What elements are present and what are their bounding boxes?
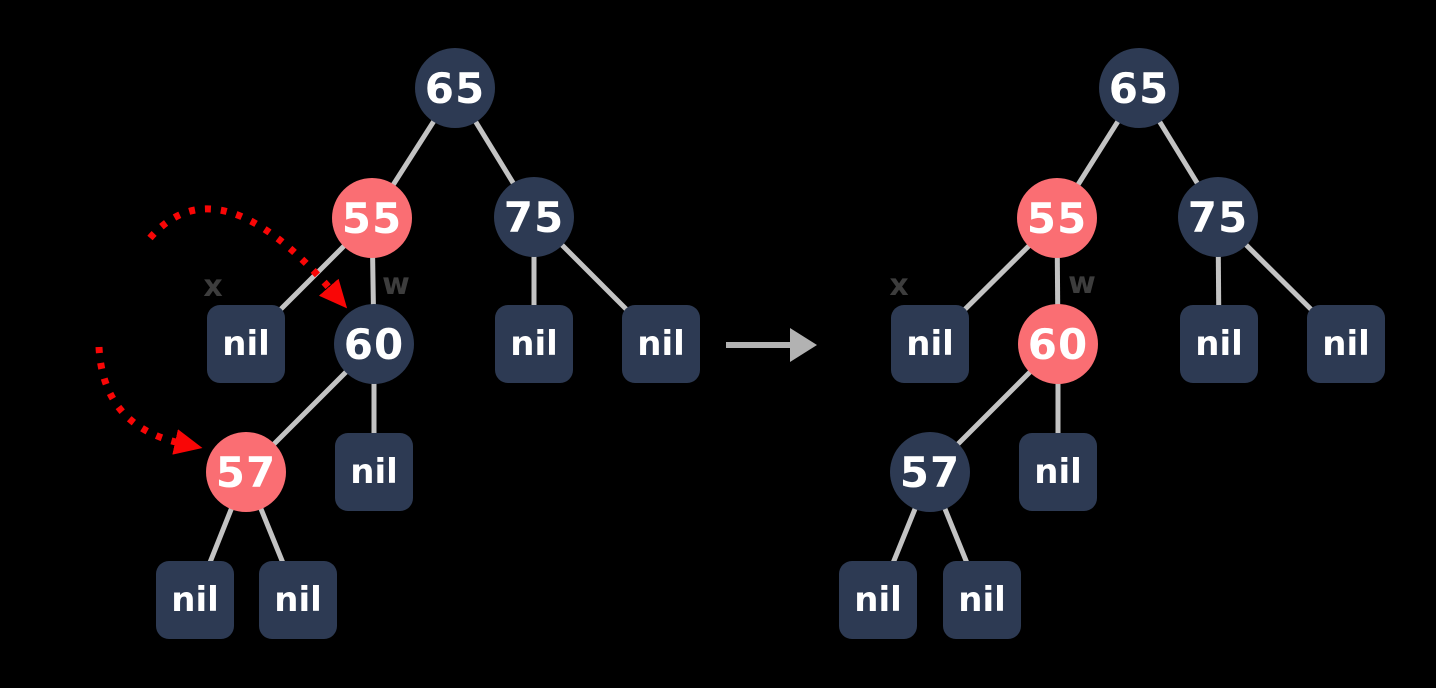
tree-node-after-60: 60 bbox=[1018, 304, 1098, 384]
nil-leaf-after-nil-75l: nil bbox=[1180, 305, 1258, 383]
tree-node-after-55: 55 bbox=[1017, 178, 1097, 258]
tree-node-before-60: 60 bbox=[334, 304, 414, 384]
tree-node-after-75: 75 bbox=[1178, 177, 1258, 257]
tree-node-after-65: 65 bbox=[1099, 48, 1179, 128]
tree-node-before-75: 75 bbox=[494, 177, 574, 257]
tree-node-before-55: 55 bbox=[332, 178, 412, 258]
node-label: 75 bbox=[1187, 192, 1249, 242]
nil-leaf-after-nil-57l: nil bbox=[839, 561, 917, 639]
node-label: nil bbox=[171, 580, 219, 620]
tree-node-before-65: 65 bbox=[415, 48, 495, 128]
nil-leaf-after-nil-57r: nil bbox=[943, 561, 1021, 639]
pointer-label-x-after: x bbox=[889, 268, 909, 303]
node-label: nil bbox=[510, 324, 558, 364]
nil-leaf-after-nil-60r: nil bbox=[1019, 433, 1097, 511]
node-label: nil bbox=[1322, 324, 1370, 364]
nil-leaf-before-nil-75l: nil bbox=[495, 305, 573, 383]
node-label: nil bbox=[958, 580, 1006, 620]
tree-node-before-57: 57 bbox=[206, 432, 286, 512]
pointer-label-x-before: x bbox=[203, 269, 223, 304]
node-label: nil bbox=[274, 580, 322, 620]
node-label: 75 bbox=[503, 192, 565, 242]
node-label: nil bbox=[637, 324, 685, 364]
nil-leaf-after-nil-75r: nil bbox=[1307, 305, 1385, 383]
node-label: nil bbox=[854, 580, 902, 620]
node-label: 57 bbox=[899, 447, 961, 497]
node-label: nil bbox=[222, 324, 270, 364]
node-label: nil bbox=[1195, 324, 1243, 364]
nil-leaf-before-nil-75r: nil bbox=[622, 305, 700, 383]
node-label: nil bbox=[1034, 452, 1082, 492]
node-label: 60 bbox=[343, 319, 405, 369]
nil-leaf-before-nil-57r: nil bbox=[259, 561, 337, 639]
nil-leaf-before-nil-60r: nil bbox=[335, 433, 413, 511]
tree-node-after-57: 57 bbox=[890, 432, 970, 512]
nil-leaf-before-nil-57l: nil bbox=[156, 561, 234, 639]
pointer-label-w-after: w bbox=[1068, 266, 1096, 301]
node-label: 60 bbox=[1027, 319, 1089, 369]
pointer-label-w-before: w bbox=[382, 267, 410, 302]
node-label: nil bbox=[906, 324, 954, 364]
node-label: 55 bbox=[1026, 193, 1088, 243]
node-label: 65 bbox=[424, 63, 486, 113]
nil-leaf-after-nil-x: nil bbox=[891, 305, 969, 383]
node-label: nil bbox=[350, 452, 398, 492]
nil-leaf-before-nil-x: nil bbox=[207, 305, 285, 383]
node-label: 55 bbox=[341, 193, 403, 243]
node-label: 57 bbox=[215, 447, 277, 497]
node-label: 65 bbox=[1108, 63, 1170, 113]
